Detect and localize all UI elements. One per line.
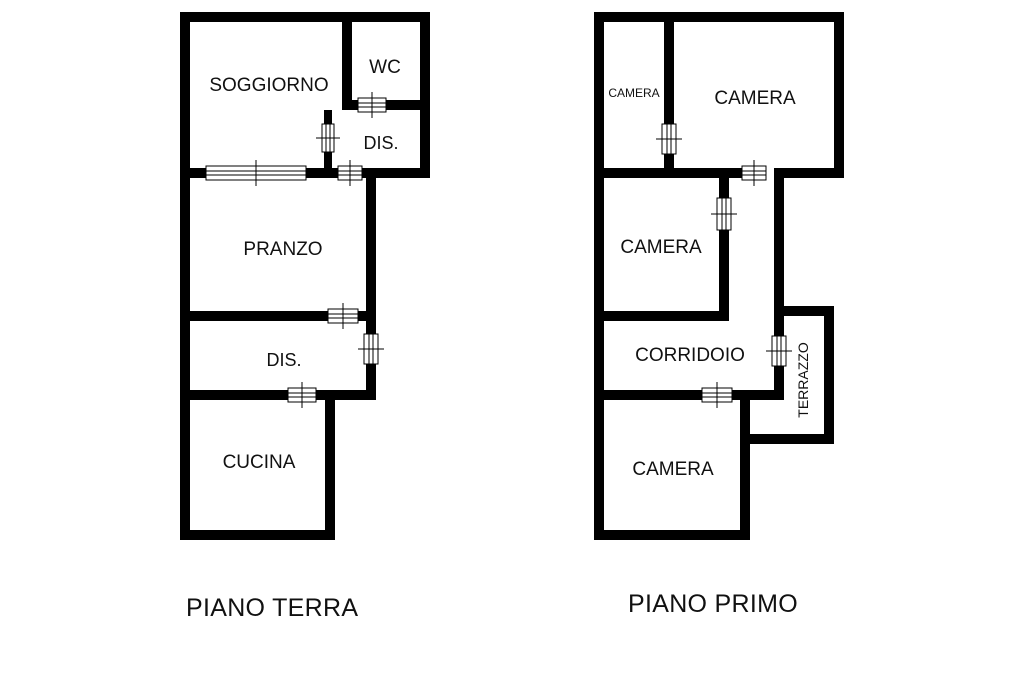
floor-title-first: PIANO PRIMO — [628, 590, 798, 618]
door-dis-pranzo — [337, 160, 363, 186]
door-pranzo-dis — [327, 303, 359, 329]
room-label-corridoio: CORRIDOIO — [635, 345, 745, 366]
walls-first-floor — [594, 12, 844, 540]
room-label-camera-bottom: CAMERA — [632, 459, 714, 480]
room-label-wc: WC — [369, 57, 401, 78]
door-terrazzo — [766, 335, 792, 367]
doors-ground-floor — [205, 92, 387, 408]
door-camera-middle — [711, 197, 737, 231]
room-label-pranzo: PRANZO — [243, 239, 322, 260]
door-camera-bottom — [701, 382, 733, 408]
room-label-camera-top: CAMERA — [714, 88, 796, 109]
door-wc — [357, 92, 387, 118]
room-label-camera-middle: CAMERA — [620, 237, 702, 258]
room-label-soggiorno: SOGGIORNO — [209, 75, 328, 96]
door-dis-cucina — [287, 382, 317, 408]
window-soggiorno — [205, 160, 307, 186]
room-labels-first-floor: CAMERA CAMERA CAMERA CORRIDOIO TERRAZZO … — [608, 86, 811, 480]
room-label-dis-upper: DIS. — [363, 133, 398, 153]
room-label-cucina: CUCINA — [223, 452, 296, 473]
door-soggiorno-dis — [316, 123, 340, 153]
doors-first-floor — [656, 123, 792, 408]
door-camera-top — [741, 160, 767, 186]
door-dis-exterior — [358, 333, 384, 365]
room-labels-ground-floor: SOGGIORNO WC DIS. PRANZO DIS. CUCINA — [209, 57, 400, 473]
room-label-camera-small: CAMERA — [608, 86, 659, 100]
floor-title-ground: PIANO TERRA — [186, 594, 359, 622]
room-label-terrazzo: TERRAZZO — [795, 342, 811, 418]
door-camera-small — [656, 123, 682, 155]
room-label-dis-lower: DIS. — [266, 350, 301, 370]
